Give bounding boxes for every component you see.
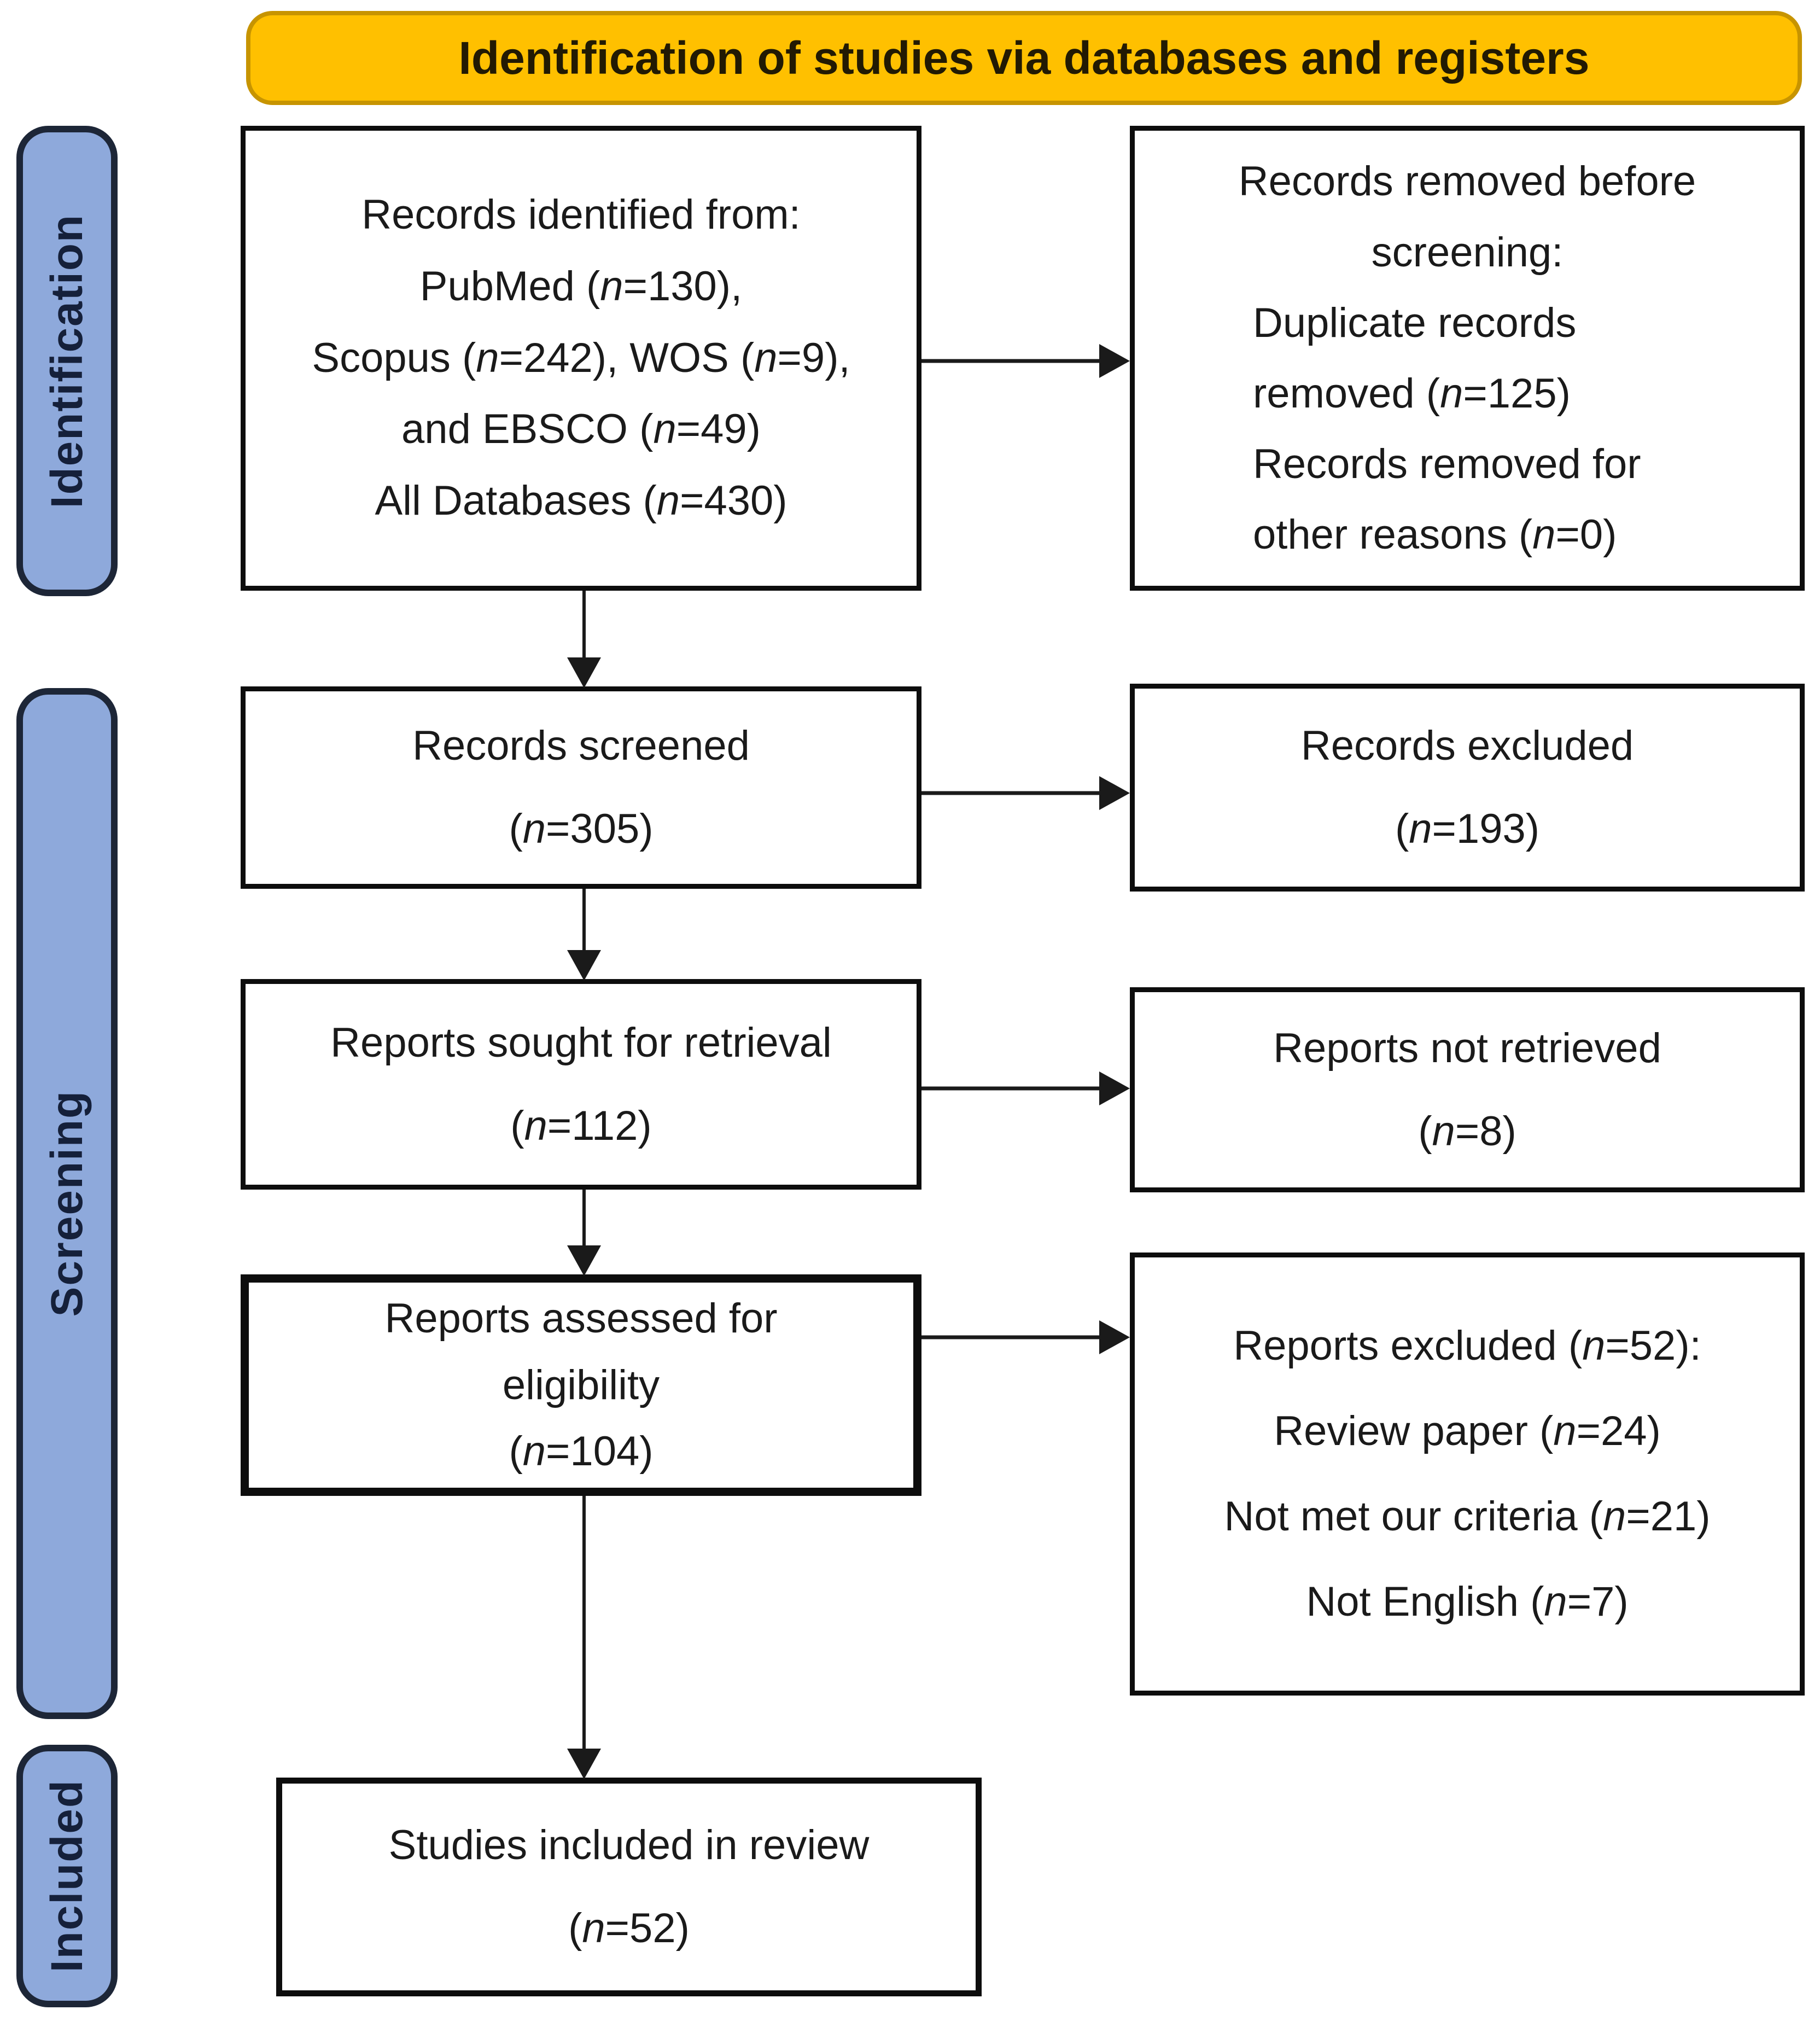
arrow-shaft [921, 359, 1104, 363]
box-records-identified: Records identified from: PubMed (n=130),… [241, 126, 921, 591]
box-line: (n=305) [509, 806, 654, 852]
arrow-shaft [582, 1496, 586, 1754]
box-studies-included-in-review: Studies included in review (n=52) [276, 1778, 982, 1996]
box-line: Scopus (n=242), WOS (n=9), [312, 334, 850, 381]
arrow-shaft [582, 889, 586, 956]
arrow-screened-to-excluded [921, 776, 1130, 811]
box-line: Review paper (n=24) [1274, 1408, 1661, 1455]
box-line: All Databases (n=430) [375, 477, 788, 525]
stage-label-text: Screening [42, 1090, 92, 1317]
box-line: Reports assessed for [384, 1295, 778, 1342]
box-reports-not-retrieved: Reports not retrieved (n=8) [1130, 987, 1805, 1192]
box-line: Reports sought for retrieval [330, 1019, 832, 1066]
box-line: Reports not retrieved [1273, 1024, 1661, 1071]
arrow-head [1099, 344, 1130, 378]
header-title: Identification of studies via databases … [458, 32, 1590, 84]
box-line: screening: [1371, 229, 1564, 276]
stage-label-included: Included [16, 1745, 118, 2007]
box-records-screened: Records screened (n=305) [241, 686, 921, 889]
arrow-head [567, 657, 601, 688]
arrow-screened-to-sought [567, 889, 602, 981]
box-line: (n=8) [1418, 1108, 1516, 1155]
box-line: Records removed for [1253, 441, 1641, 488]
box-records-removed-before-screening: Records removed before screening: Duplic… [1130, 126, 1805, 591]
arrow-identified-to-removed [921, 343, 1130, 378]
stage-label-identification: Identification [16, 126, 118, 596]
box-records-excluded: Records excluded (n=193) [1130, 684, 1805, 892]
stage-label-text: Included [42, 1779, 92, 1973]
box-line: (n=112) [510, 1102, 652, 1149]
box-line: Duplicate records [1253, 299, 1577, 346]
box-line: and EBSCO (n=49) [401, 406, 761, 453]
arrow-head [1099, 776, 1130, 810]
arrow-head [567, 950, 601, 981]
arrow-assessed-to-reports-excluded [921, 1320, 1130, 1355]
box-reports-sought-for-retrieval: Reports sought for retrieval (n=112) [241, 979, 921, 1190]
arrow-identified-to-screened [567, 591, 602, 688]
box-reports-assessed-for-eligibility: Reports assessed for eligibility (n=104) [241, 1274, 921, 1496]
arrow-sought-to-assessed [567, 1190, 602, 1276]
box-line: (n=193) [1395, 806, 1540, 852]
box-line: (n=104) [509, 1428, 654, 1475]
arrow-head [1099, 1071, 1130, 1105]
box-line: Studies included in review [388, 1822, 870, 1868]
arrow-shaft [582, 591, 586, 663]
box-line: Records excluded [1300, 723, 1634, 769]
arrow-sought-to-not-retrieved [921, 1071, 1130, 1106]
arrow-shaft [921, 791, 1104, 795]
arrow-shaft [582, 1190, 586, 1251]
arrow-shaft [921, 1335, 1104, 1339]
arrow-shaft [921, 1086, 1104, 1091]
header-banner: Identification of studies via databases … [246, 11, 1802, 105]
stage-label-text: Identification [42, 213, 92, 509]
box-line: Not met our criteria (n=21) [1224, 1493, 1711, 1540]
arrow-head [1099, 1320, 1130, 1354]
box-line: other reasons (n=0) [1253, 511, 1617, 558]
box-line: eligibility [502, 1361, 660, 1408]
box-line: Records identified from: [361, 191, 801, 238]
box-line: Records screened [412, 723, 750, 769]
box-line: PubMed (n=130), [419, 263, 743, 310]
box-reports-excluded: Reports excluded (n=52): Review paper (n… [1130, 1253, 1805, 1696]
box-line: Reports excluded (n=52): [1233, 1323, 1701, 1370]
box-line: removed (n=125) [1253, 370, 1571, 417]
arrow-assessed-to-included [567, 1496, 602, 1779]
arrow-head [567, 1245, 601, 1276]
box-line: (n=52) [568, 1905, 690, 1952]
stage-label-screening: Screening [16, 688, 118, 1719]
box-line: Records removed before [1238, 158, 1696, 205]
arrow-head [567, 1749, 601, 1779]
box-line: Not English (n=7) [1306, 1578, 1629, 1625]
